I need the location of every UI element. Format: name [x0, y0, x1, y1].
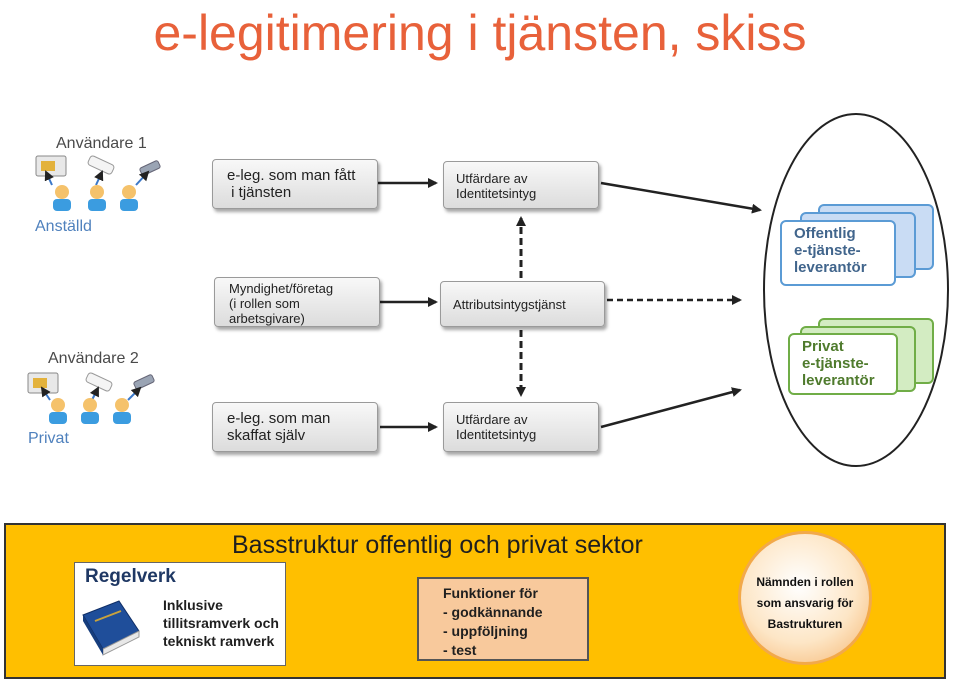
public-provider-line: e-tjänste- — [794, 242, 861, 259]
issuer-top-box: Utfärdare av Identitetsintyg — [443, 161, 599, 209]
person-icon — [88, 185, 106, 211]
private-label: Privat — [28, 430, 69, 447]
attribute-service-box: Attributsintygstjänst — [440, 281, 605, 327]
private-provider-line: leverantör — [802, 372, 875, 389]
arrow-issuer-to-private — [600, 387, 742, 429]
box-line: Utfärdare av — [456, 171, 528, 186]
regelverk-box: Regelverk Inklusive tillitsramverk och t… — [74, 562, 286, 666]
eleg-service-box: e-leg. som man fått i tjänsten — [212, 159, 378, 209]
regelverk-line: Inklusive — [163, 597, 223, 613]
phone-icon — [85, 372, 113, 392]
box-line: skaffat själv — [227, 427, 306, 444]
smartcard-icon — [35, 155, 67, 177]
user1-label: Användare 1 — [56, 135, 147, 152]
usb-token-icon — [139, 160, 161, 176]
public-provider-line: Offentlig — [794, 225, 856, 242]
regelverk-line: tekniskt ramverk — [163, 633, 275, 649]
user2-label: Användare 2 — [48, 350, 139, 367]
private-provider-card: Privat e-tjänste- leverantör — [788, 333, 898, 395]
person-icon — [49, 398, 67, 424]
board-circle: Nämnden i rollen som ansvarig för Bastru… — [738, 531, 872, 665]
public-provider-line: leverantör — [794, 259, 867, 276]
box-line: (i rollen som — [229, 296, 300, 311]
functions-item: - test — [443, 642, 477, 658]
functions-item: - uppföljning — [443, 623, 528, 639]
arrow-issuer-to-public — [600, 181, 762, 214]
providers-ellipse — [763, 113, 949, 467]
regelverk-line: tillitsramverk och — [163, 615, 279, 631]
board-line: Nämnden i rollen — [756, 575, 854, 589]
person-icon — [120, 185, 138, 211]
book-icon — [82, 600, 140, 656]
phone-icon — [87, 155, 115, 175]
issuer-bottom-box: Utfärdare av Identitetsintyg — [443, 402, 599, 452]
private-provider-line: Privat — [802, 338, 844, 355]
regelverk-title: Regelverk — [85, 566, 176, 587]
person-icon — [53, 185, 71, 211]
person-icon — [81, 398, 99, 424]
employer-box: Myndighet/företag (i rollen som arbetsgi… — [214, 277, 380, 327]
board-line: som ansvarig för — [756, 596, 854, 610]
employed-label: Anställd — [35, 218, 92, 235]
box-line: Myndighet/företag — [229, 281, 334, 296]
regelverk-text: Inklusive tillitsramverk och tekniskt ra… — [163, 596, 279, 650]
box-line: e-leg. som man fått — [227, 167, 356, 184]
functions-box: Funktioner för - godkännande - uppföljni… — [417, 577, 589, 661]
functions-title: Funktioner för — [443, 584, 587, 603]
functions-title-bold: Funktioner — [443, 585, 516, 601]
box-line: arbetsgivare) — [229, 311, 305, 326]
page-title: e-legitimering i tjänsten, skiss — [153, 5, 807, 61]
box-line: e-leg. som man — [227, 410, 331, 427]
user-group-2 — [27, 372, 155, 424]
box-line: Identitetsintyg — [456, 427, 537, 442]
person-icon — [113, 398, 131, 424]
box-line: Utfärdare av — [456, 412, 528, 427]
functions-item: - godkännande — [443, 604, 543, 620]
private-provider-line: e-tjänste- — [802, 355, 869, 372]
public-provider-card: Offentlig e-tjänste- leverantör — [780, 220, 896, 286]
basestructure-title: Basstruktur offentlig och privat sektor — [232, 531, 643, 559]
box-line: Identitetsintyg — [456, 186, 537, 201]
user-group-1 — [35, 155, 161, 211]
board-line: Bastrukturen — [767, 617, 843, 631]
box-line: i tjänsten — [227, 184, 292, 201]
usb-token-icon — [133, 374, 155, 390]
box-line: Attributsintygstjänst — [453, 297, 566, 312]
eleg-self-box: e-leg. som man skaffat själv — [212, 402, 378, 452]
functions-title-rest: för — [515, 585, 538, 601]
